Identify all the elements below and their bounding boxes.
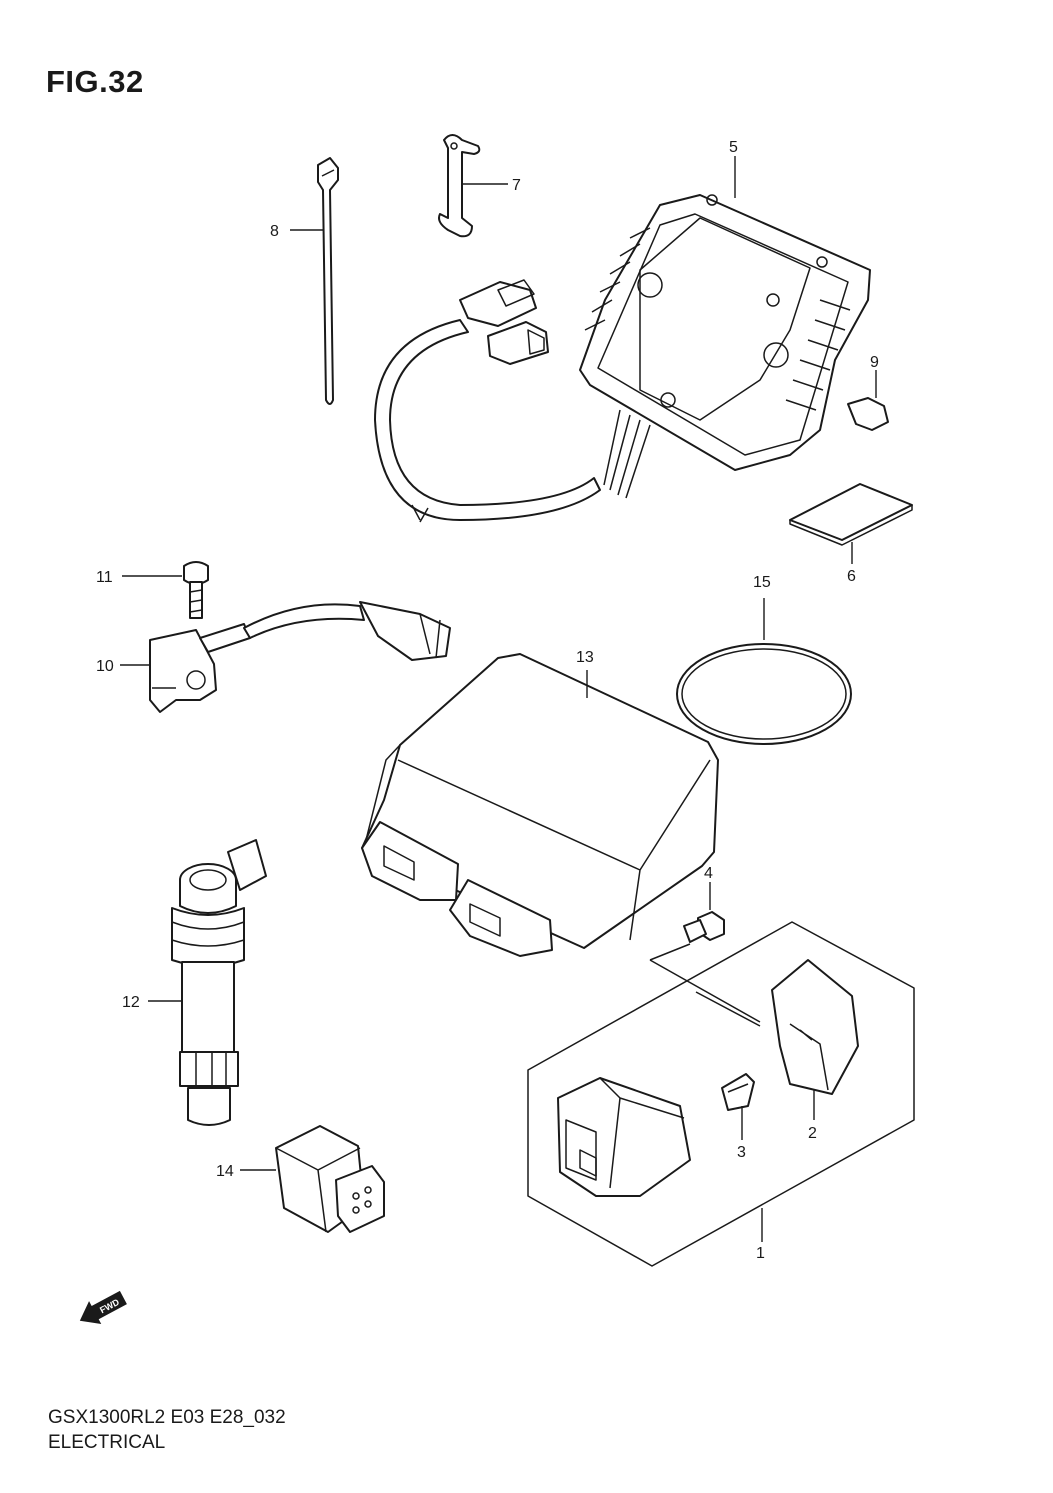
fwd-arrow-icon: FWD [79, 1290, 127, 1325]
callout-12: 12 [122, 994, 140, 1011]
part-12-ignition-coil[interactable] [171, 839, 267, 1126]
part-11-screw[interactable] [183, 561, 209, 619]
callout-3: 3 [737, 1144, 746, 1161]
part-2-cover[interactable] [771, 959, 859, 1095]
part-8-cable-tie[interactable] [317, 157, 339, 405]
section-name: ELECTRICAL [48, 1432, 166, 1453]
callout-14: 14 [216, 1163, 234, 1180]
part-7-clamp[interactable] [438, 134, 481, 238]
part-3-fuse[interactable] [721, 1073, 755, 1111]
part-4-bolt[interactable] [683, 911, 725, 943]
callout-13: 13 [576, 649, 594, 666]
callout-15: 15 [753, 574, 771, 591]
callout-2: 2 [808, 1125, 817, 1142]
part-15-o-ring[interactable] [676, 643, 852, 745]
figure-title: FIG.32 [46, 64, 144, 99]
part-1-group-box [527, 921, 915, 1267]
part-9-bolt[interactable] [847, 397, 889, 431]
part-1-relay[interactable] [557, 1077, 691, 1197]
model-code: GSX1300RL2 E03 E28_032 [48, 1407, 286, 1428]
part-6-pad[interactable] [789, 483, 913, 546]
callout-10: 10 [96, 658, 114, 675]
part-5-regulator-rectifier[interactable] [374, 194, 871, 523]
part-10-sensor[interactable] [149, 601, 451, 713]
callout-5: 5 [729, 139, 738, 156]
callout-6: 6 [847, 568, 856, 585]
callout-9: 9 [870, 354, 879, 371]
part-14-connector[interactable] [275, 1125, 385, 1233]
callout-11: 11 [96, 569, 113, 586]
part-13-ecm[interactable] [361, 653, 719, 957]
callout-4: 4 [704, 865, 713, 882]
callout-7: 7 [512, 177, 521, 194]
callout-8: 8 [270, 223, 279, 240]
callout-1: 1 [756, 1245, 765, 1262]
